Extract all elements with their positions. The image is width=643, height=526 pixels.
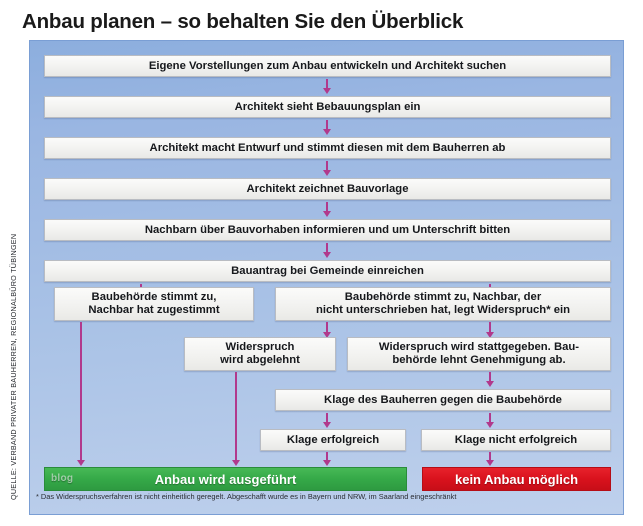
flow-node-n8-label: Baubehörde stimmt zu, Nachbar, der nicht… xyxy=(316,291,570,316)
flow-node-n3: Architekt macht Entwurf und stimmt diese… xyxy=(44,137,611,159)
outcome-bar-fail: kein Anbau möglich xyxy=(422,467,611,491)
flow-node-n10-line1: Widerspruch wird stattgegeben. Bau- xyxy=(378,341,580,354)
flow-node-n5: Nachbarn über Bauvorhaben informieren un… xyxy=(44,219,611,241)
flowchart-panel: Eigene Vorstellungen zum Anbau entwickel… xyxy=(29,40,624,515)
flow-node-n7: Baubehörde stimmt zu, Nachbar hat zugest… xyxy=(54,287,254,321)
flowchart-canvas: Eigene Vorstellungen zum Anbau entwickel… xyxy=(30,41,625,516)
arrow-n11-n12-line xyxy=(326,413,328,423)
arrow-n1-n2-head xyxy=(323,88,331,94)
flow-node-n1: Eigene Vorstellungen zum Anbau entwickel… xyxy=(44,55,611,77)
flow-node-n9-label: Widerspruch wird abgelehnt xyxy=(220,341,300,366)
flow-node-n8-line1: Baubehörde stimmt zu, Nachbar, der xyxy=(344,291,542,304)
arrow-n13-result-line xyxy=(489,452,491,461)
arrow-n7-result-line xyxy=(80,322,82,461)
arrow-n11-n13-head xyxy=(486,422,494,428)
flow-node-n2-label: Architekt sieht Bebauungsplan ein xyxy=(234,100,421,113)
flow-node-n6: Bauantrag bei Gemeinde einreichen xyxy=(44,260,611,282)
arrow-n8-n9-head xyxy=(323,332,331,338)
flow-node-n5-label: Nachbarn über Bauvorhaben informieren un… xyxy=(144,223,511,236)
arrow-n8-n10-line xyxy=(489,322,491,333)
flow-node-n10-label: Widerspruch wird stattgegeben. Bau- behö… xyxy=(379,341,579,366)
arrow-n3-n4-line xyxy=(326,161,328,171)
flow-node-n13: Klage nicht erfolgreich xyxy=(421,429,611,451)
flow-node-n3-label: Architekt macht Entwurf und stimmt diese… xyxy=(149,141,506,154)
flow-node-n4-label: Architekt zeichnet Bauvorlage xyxy=(246,182,409,195)
arrow-n2-n3-head xyxy=(323,129,331,135)
flow-node-n9: Widerspruch wird abgelehnt xyxy=(184,337,336,371)
flow-node-n8: Baubehörde stimmt zu, Nachbar, der nicht… xyxy=(275,287,611,321)
flow-node-n8-line2: nicht unterschrieben hat, legt Widerspru… xyxy=(315,304,571,316)
flow-node-n10: Widerspruch wird stattgegeben. Bau- behö… xyxy=(347,337,611,371)
outcome-bar-fail-label: kein Anbau möglich xyxy=(454,471,579,487)
arrow-n12-result-line xyxy=(326,452,328,461)
flow-node-n6-label: Bauantrag bei Gemeinde einreichen xyxy=(231,264,424,277)
arrow-n1-n2-line xyxy=(326,79,328,89)
flow-node-n11-label: Klage des Bauherren gegen die Baubehörde xyxy=(324,393,562,406)
flow-node-n11: Klage des Bauherren gegen die Baubehörde xyxy=(275,389,611,411)
outcome-bar-success-label: Anbau wird ausgeführt xyxy=(154,471,297,487)
arrow-n5-n6-line xyxy=(326,243,328,253)
arrow-n9-result-head xyxy=(232,460,240,466)
arrow-n4-n5-line xyxy=(326,202,328,212)
source-credit: QUELLE: VERBAND PRIVATER BAUHERREN, REGI… xyxy=(9,233,18,500)
arrow-n11-n12-head xyxy=(323,422,331,428)
arrow-n4-n5-head xyxy=(323,211,331,217)
footnote: * Das Widerspruchsverfahren ist nicht ei… xyxy=(36,492,457,501)
flow-node-n2: Architekt sieht Bebauungsplan ein xyxy=(44,96,611,118)
outcome-bar-success: Anbau wird ausgeführt blog xyxy=(44,467,407,491)
flow-node-n13-label: Klage nicht erfolgreich xyxy=(454,433,578,446)
arrow-n3-n4-head xyxy=(323,170,331,176)
arrow-n8-n9-line xyxy=(326,322,328,333)
arrow-n11-n13-line xyxy=(489,413,491,423)
flow-node-n12-label: Klage erfolgreich xyxy=(286,433,380,446)
flow-node-n1-label: Eigene Vorstellungen zum Anbau entwickel… xyxy=(148,59,507,72)
arrow-n2-n3-line xyxy=(326,120,328,130)
arrow-n10-n11-head xyxy=(486,381,494,387)
blog-watermark: blog xyxy=(51,473,74,484)
arrow-n5-n6-head xyxy=(323,252,331,258)
arrow-n7-result-head xyxy=(77,460,85,466)
flow-node-n4: Architekt zeichnet Bauvorlage xyxy=(44,178,611,200)
arrow-n8-n10-head xyxy=(486,332,494,338)
flow-node-n10-line2: behörde lehnt Genehmigung ab. xyxy=(392,354,566,366)
flow-node-n9-line1: Widerspruch xyxy=(225,341,295,354)
flow-node-n7-line2: Nachbar hat zugestimmt xyxy=(88,304,220,316)
arrow-n13-result-head xyxy=(486,460,494,466)
arrow-n10-n11-line xyxy=(489,372,491,382)
flow-node-n7-line1: Baubehörde stimmt zu, xyxy=(91,291,217,304)
flow-node-n9-line2: wird abgelehnt xyxy=(220,354,300,366)
flow-node-n7-label: Baubehörde stimmt zu, Nachbar hat zugest… xyxy=(88,291,219,316)
page-title: Anbau planen – so behalten Sie den Überb… xyxy=(22,10,464,33)
arrow-n12-result-head xyxy=(323,460,331,466)
flow-node-n12: Klage erfolgreich xyxy=(260,429,406,451)
arrow-n9-result-line xyxy=(235,372,237,461)
